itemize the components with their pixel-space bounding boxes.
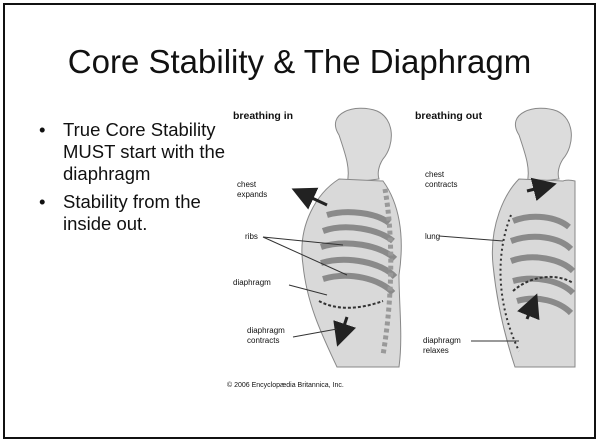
- diaphragm-contracts-label-2: contracts: [247, 336, 279, 345]
- diaphragm-relaxes-label-1: diaphragm: [423, 336, 461, 345]
- chest-label: chest: [425, 170, 445, 179]
- breathing-diagram: breathing in chest expands ribs diaphrag…: [227, 105, 577, 395]
- diaphragm-relaxes-label-2: relaxes: [423, 346, 449, 355]
- slide-title: Core Stability & The Diaphragm: [5, 43, 594, 81]
- breathing-out-heading: breathing out: [415, 110, 483, 122]
- chest-label: chest: [237, 180, 257, 189]
- head-shape: [335, 108, 391, 183]
- diaphragm-label: diaphragm: [233, 278, 271, 287]
- breathing-out-illustration: breathing out chest contracts lung diaph…: [415, 108, 575, 367]
- contracts-label: contracts: [425, 180, 457, 189]
- head-shape: [515, 108, 571, 183]
- breathing-in-heading: breathing in: [233, 110, 293, 122]
- lung-label: lung: [425, 232, 440, 241]
- bullet-text: True Core Stability MUST start with the …: [63, 119, 225, 184]
- expands-label: expands: [237, 190, 267, 199]
- copyright-credit: © 2006 Encyclopædia Britannica, Inc.: [227, 381, 344, 389]
- bullet-list: • True Core Stability MUST start with th…: [39, 119, 239, 241]
- slide: Core Stability & The Diaphragm • True Co…: [3, 3, 596, 439]
- diaphragm-contracts-label-1: diaphragm: [247, 326, 285, 335]
- breathing-in-illustration: breathing in chest expands ribs diaphrag…: [233, 108, 401, 367]
- bullet-text: Stability from the inside out.: [63, 191, 201, 234]
- bullet-item: • True Core Stability MUST start with th…: [39, 119, 239, 185]
- bullet-item: • Stability from the inside out.: [39, 191, 239, 235]
- bullet-icon: •: [39, 191, 45, 213]
- ribs-label: ribs: [245, 232, 258, 241]
- bullet-icon: •: [39, 119, 45, 141]
- torso-shape: [492, 179, 575, 367]
